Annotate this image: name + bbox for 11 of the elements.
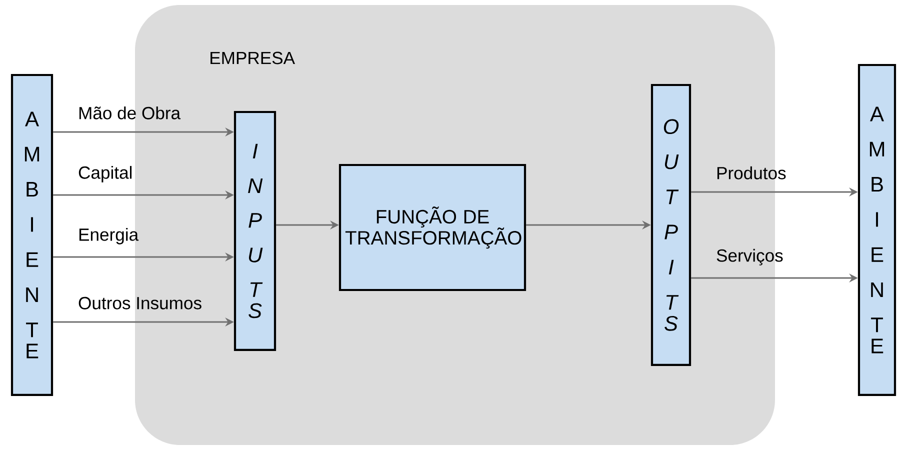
- edge-label: Capital: [78, 166, 132, 182]
- environment-box: AMBIENTE: [10, 74, 54, 396]
- process-box: FUNÇÃO DE TRANSFORMAÇÃO: [338, 164, 526, 292]
- edge-label: Produtos: [717, 166, 786, 180]
- edge-label: Mão de Obra: [79, 106, 181, 120]
- edge-label: Energia: [79, 228, 139, 244]
- edge-label: Outros Insumos: [78, 296, 202, 310]
- output-box: OUTPITS: [650, 84, 692, 366]
- input-box: INPUTS: [234, 110, 276, 352]
- environment-box: AMBIENTE: [858, 64, 896, 396]
- edge-label: Serviços: [716, 248, 783, 266]
